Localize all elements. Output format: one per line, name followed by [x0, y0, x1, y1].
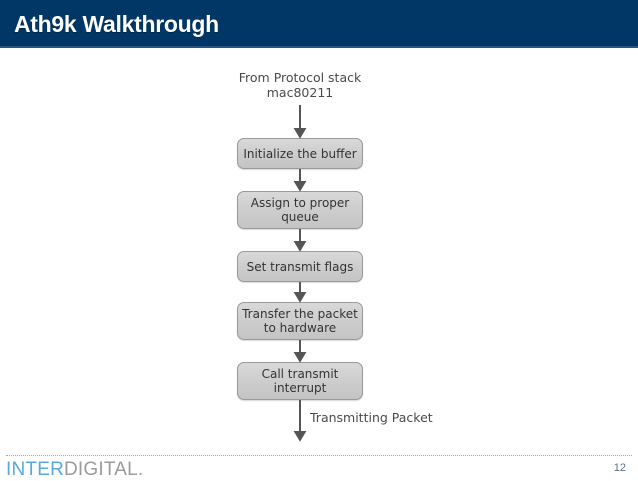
flow-node-call-transmit-interrupt: Call transmit interrupt [237, 362, 363, 400]
flow-node-label: Set transmit flags [246, 259, 354, 274]
flow-node-label: Call transmit interrupt [261, 367, 339, 395]
flow-node-label: Transfer the packet to hardware [242, 307, 358, 335]
flow-node-set-transmit-flags: Set transmit flags [237, 251, 363, 282]
page-title: Ath9k Walkthrough [14, 11, 219, 37]
slide-footer: INTERDIGITAL. 12 [0, 443, 638, 481]
flow-node-transfer-packet: Transfer the packet to hardware [237, 302, 363, 340]
flow-node-label: Assign to proper queue [250, 196, 350, 224]
flow-node-assign-queue: Assign to proper queue [237, 191, 363, 229]
flow-source-label: From Protocol stack mac80211 [238, 70, 362, 100]
slide-header: Ath9k Walkthrough [0, 0, 638, 48]
footer-divider [6, 455, 632, 456]
logo-dot: . [137, 459, 144, 480]
flow-node-initialize-buffer: Initialize the buffer [237, 138, 363, 169]
page-number: 12 [613, 462, 626, 474]
flow-node-label: Initialize the buffer [243, 146, 357, 161]
logo-digital-text: DIGITAL [64, 459, 138, 480]
flowchart-diagram: From Protocol stack mac80211 Initialize … [0, 48, 638, 443]
logo-inter-text: INTER [6, 459, 64, 480]
interdigital-logo: INTERDIGITAL. [6, 459, 143, 481]
flow-output-label: Transmitting Packet [310, 410, 433, 425]
